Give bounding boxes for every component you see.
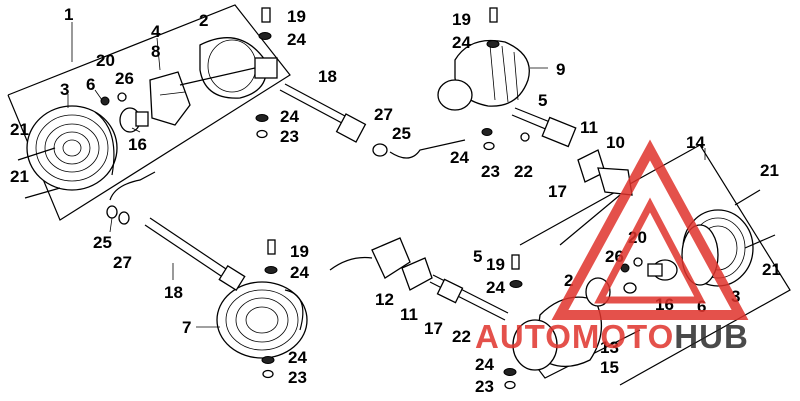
- callout-6: 6: [697, 297, 706, 316]
- callout-2: 2: [564, 271, 573, 290]
- small-parts-right: [620, 189, 776, 273]
- callout-24: 24: [450, 148, 469, 167]
- callout-13: 13: [600, 338, 619, 357]
- bulb-right: [647, 259, 678, 281]
- callout-26: 26: [115, 69, 134, 88]
- callout-21: 21: [10, 120, 29, 139]
- watermark-text-dark: HUB: [674, 318, 749, 355]
- callout-19: 19: [290, 242, 309, 261]
- group-frame-right: [519, 144, 791, 386]
- callout-8: 8: [151, 42, 160, 61]
- callout-27: 27: [374, 105, 393, 124]
- stay-rod-lower: [106, 171, 278, 379]
- watermark-triangle-logo: [551, 139, 749, 320]
- callout-24: 24: [486, 278, 505, 297]
- callout-24: 24: [290, 263, 309, 282]
- callout-3: 3: [60, 80, 69, 99]
- callout-23: 23: [481, 162, 500, 181]
- callout-23: 23: [475, 377, 494, 396]
- leader-lines: [67, 22, 706, 328]
- callout-11: 11: [400, 305, 418, 324]
- callout-3: 3: [731, 287, 740, 306]
- small-parts-upper-left: [17, 7, 272, 199]
- callout-24: 24: [288, 348, 307, 367]
- callout-1: 1: [64, 5, 73, 24]
- callout-21: 21: [760, 161, 779, 180]
- housing-upper-left: [179, 37, 278, 99]
- callout-labels: 1 2 19 24 4 8 20 26 3 6 18 21 21 16 24 2…: [10, 5, 781, 396]
- callout-7: 7: [182, 318, 191, 337]
- callout-4: 4: [151, 22, 161, 41]
- lens-upper-left: [26, 105, 118, 191]
- lens-lower-left: [216, 281, 308, 359]
- callout-17: 17: [424, 319, 443, 338]
- callout-9: 9: [556, 60, 565, 79]
- callout-17: 17: [548, 182, 567, 201]
- callout-24: 24: [287, 30, 306, 49]
- callout-12: 12: [375, 290, 394, 309]
- callout-6: 6: [86, 75, 95, 94]
- callout-19: 19: [452, 10, 471, 29]
- callout-10: 10: [606, 133, 625, 152]
- callout-24: 24: [475, 355, 494, 374]
- callout-20: 20: [96, 51, 115, 70]
- watermark-text-red: AUTOMOTO: [475, 318, 674, 355]
- stay-upper-right: [481, 107, 633, 246]
- callout-22: 22: [514, 162, 533, 181]
- callout-18: 18: [164, 283, 183, 302]
- callout-11: 11: [580, 118, 598, 137]
- watermark-triangle-inner: [594, 197, 706, 304]
- callout-15: 15: [600, 358, 619, 377]
- callout-18: 18: [318, 67, 337, 86]
- callout-2: 2: [199, 11, 208, 30]
- callout-23: 23: [280, 127, 299, 146]
- callout-19: 19: [486, 255, 505, 274]
- callout-21: 21: [10, 167, 29, 186]
- callout-25: 25: [93, 233, 112, 252]
- bulb-upper-left: [119, 107, 149, 133]
- stay-rod-upper: [279, 83, 466, 159]
- callout-5: 5: [538, 91, 547, 110]
- callout-5: 5: [473, 247, 482, 266]
- callout-19: 19: [287, 7, 306, 26]
- callout-14: 14: [686, 133, 705, 152]
- callout-24: 24: [280, 107, 299, 126]
- stay-lower-center: [329, 237, 523, 321]
- callout-16: 16: [128, 135, 147, 154]
- callout-27: 27: [113, 253, 132, 272]
- watermark: AUTOMOTOHUB: [475, 139, 749, 355]
- callout-24: 24: [452, 33, 471, 52]
- lamp-upper-right: [437, 7, 530, 111]
- callout-25: 25: [392, 124, 411, 143]
- socket-plate: [149, 71, 191, 126]
- callout-22: 22: [452, 327, 471, 346]
- watermark-text: AUTOMOTOHUB: [475, 318, 749, 355]
- callout-23: 23: [288, 368, 307, 387]
- callout-21: 21: [762, 260, 781, 279]
